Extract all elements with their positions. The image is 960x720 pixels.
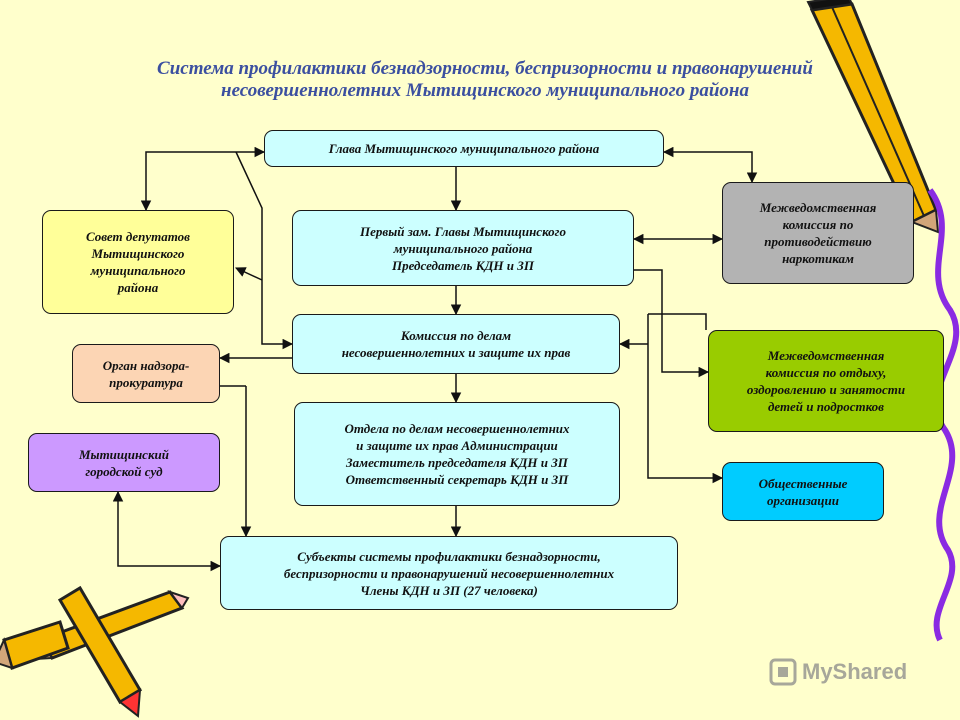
watermark-logo: MyShared <box>768 657 907 687</box>
box-narcotics-commission: Межведомственная комиссия по противодейс… <box>722 182 914 284</box>
pencil-top-right-icon <box>806 0 940 234</box>
box-first-deputy: Первый зам. Главы Мытищинского муниципал… <box>292 210 634 286</box>
box-prevention-subjects: Субъекты системы профилактики безнадзорн… <box>220 536 678 610</box>
box-minors-department: Отдела по делам несовершеннолетних и защ… <box>294 402 620 506</box>
watermark-text: MyShared <box>802 659 908 684</box>
box-leisure-commission: Межведомственная комиссия по отдыху, озд… <box>708 330 944 432</box>
myshared-logo-icon <box>769 658 797 686</box>
box-prosecutor: Орган надзора- прокуратура <box>72 344 220 403</box>
box-council-of-deputies: Совет депутатов Мытищинского муниципальн… <box>42 210 234 314</box>
box-public-organizations: Общественные организации <box>722 462 884 521</box>
box-head-of-district: Глава Мытищинского муниципального района <box>264 130 664 167</box>
pencil-bottom-left-icon <box>0 585 190 718</box>
box-minors-commission: Комиссия по делам несовершеннолетних и з… <box>292 314 620 374</box>
box-city-court: Мытищинский городской суд <box>28 433 220 492</box>
page-title: Система профилактики безнадзорности, бес… <box>157 58 813 101</box>
